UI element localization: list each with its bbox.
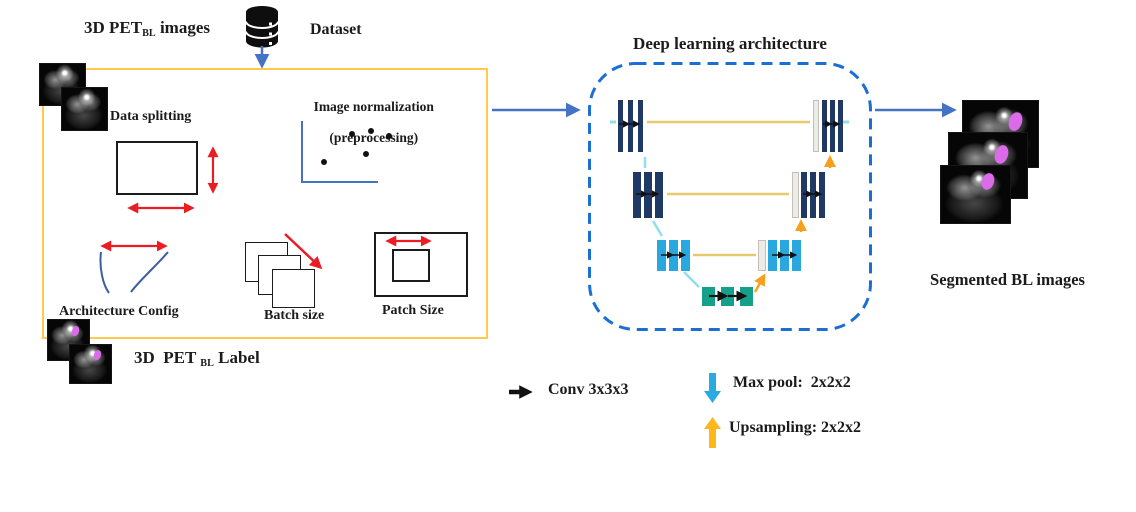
tumor-label-blob [70, 324, 80, 337]
patch-inner-rect [392, 249, 430, 282]
legend-maxpool-arrow-icon [704, 373, 721, 403]
conv-bar [638, 100, 643, 152]
concat-bar [813, 100, 819, 152]
normalization-label: Image normalization (preprocessing) [293, 83, 441, 161]
scatter-dot [349, 131, 355, 137]
input-images-label-suffix: images [155, 18, 210, 37]
legend-maxpool-label: Max pool: 2x2x2 [733, 374, 851, 391]
label-caption-suffix: Label [213, 348, 260, 367]
dataset-label: Dataset [310, 21, 362, 38]
conv-bar [810, 172, 816, 218]
pet-input-image-2 [62, 88, 107, 130]
scatter-x-axis [301, 181, 378, 183]
conv-bar [628, 100, 633, 152]
conv-bar [768, 240, 777, 271]
scatter-dot [368, 128, 374, 134]
patch-size-label: Patch Size [382, 303, 444, 318]
conv-bar [618, 100, 623, 152]
input-images-label: 3D PETBL images [84, 18, 210, 40]
scatter-dot [363, 151, 369, 157]
segmented-image-3 [941, 166, 1010, 223]
conv-bar [801, 172, 807, 218]
concat-bar [758, 240, 766, 271]
data-splitting-label: Data splitting [110, 109, 192, 124]
tumor-label-blob [92, 349, 102, 361]
conv-bar [669, 240, 678, 271]
input-images-label-subscript: BL [142, 27, 156, 39]
scatter-y-axis [301, 121, 303, 183]
tumor-segmentation-blob [992, 143, 1011, 166]
normalization-line1: Image normalization [313, 98, 434, 114]
conv-bar [655, 172, 663, 218]
conv-bar [681, 240, 690, 271]
database-icon [242, 5, 282, 54]
legend-conv-label: Conv 3x3x3 [548, 381, 629, 398]
scatter-dot [386, 133, 392, 139]
concat-bar [792, 172, 799, 218]
conv-bar [633, 172, 641, 218]
legend-upsampling-label: Upsampling: 2x2x2 [729, 419, 862, 436]
input-images-label-text: 3D PET [84, 18, 143, 37]
label-images-caption: 3D PET BL Label [134, 348, 260, 370]
conv-bar [822, 100, 827, 152]
pet-label-image-2 [70, 345, 111, 383]
data-splitting-rect [116, 141, 198, 195]
bottleneck-bar [740, 287, 753, 306]
conv-bar [819, 172, 825, 218]
label-caption-subscript: BL [200, 357, 214, 369]
skip-connections [647, 120, 810, 257]
batch-rect-3 [272, 269, 315, 308]
tumor-segmentation-blob [980, 171, 998, 192]
conv-bar [780, 240, 789, 271]
tumor-segmentation-blob [1006, 110, 1025, 133]
conv-bar [838, 100, 843, 152]
preprocessing-box [42, 68, 488, 339]
batch-size-label: Batch size [264, 308, 325, 323]
legend-upsampling-arrow-icon [704, 417, 721, 448]
conv-bar [657, 240, 666, 271]
architecture-config-label: Architecture Config [59, 304, 179, 319]
bottleneck-bar [702, 287, 715, 306]
conv-bar [830, 100, 835, 152]
label-caption-text: 3D PET [134, 348, 201, 367]
conv-bar [792, 240, 801, 271]
bottleneck-bar [721, 287, 734, 306]
network-title: Deep learning architecture [633, 34, 827, 53]
output-caption: Segmented BL images [930, 270, 1085, 289]
conv-bar [644, 172, 652, 218]
scatter-dot [321, 159, 327, 165]
